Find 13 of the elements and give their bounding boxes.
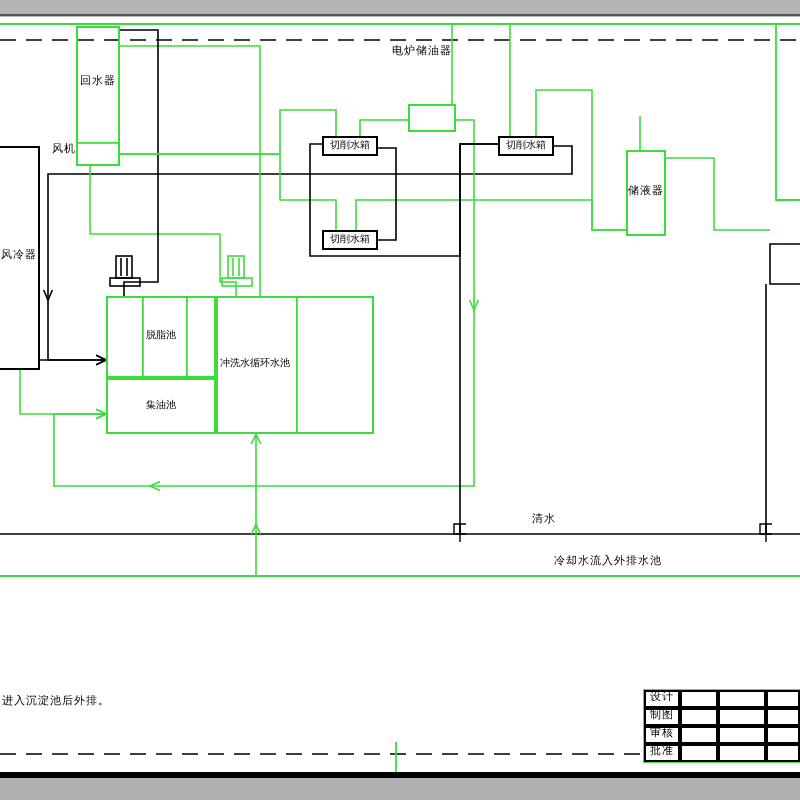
pipe-line bbox=[89, 165, 237, 297]
pipe-line bbox=[377, 147, 397, 241]
pipe-line bbox=[535, 89, 627, 231]
pipe-line bbox=[119, 29, 159, 297]
arrow bbox=[39, 354, 107, 366]
arrow bbox=[250, 433, 262, 577]
pipe-line bbox=[451, 23, 453, 105]
pipe-line bbox=[359, 119, 409, 137]
pipe-line bbox=[639, 115, 641, 151]
pipe-line bbox=[119, 45, 261, 297]
pipe-line bbox=[665, 157, 771, 231]
pipe-line bbox=[509, 23, 511, 137]
pipe-line bbox=[119, 153, 337, 231]
